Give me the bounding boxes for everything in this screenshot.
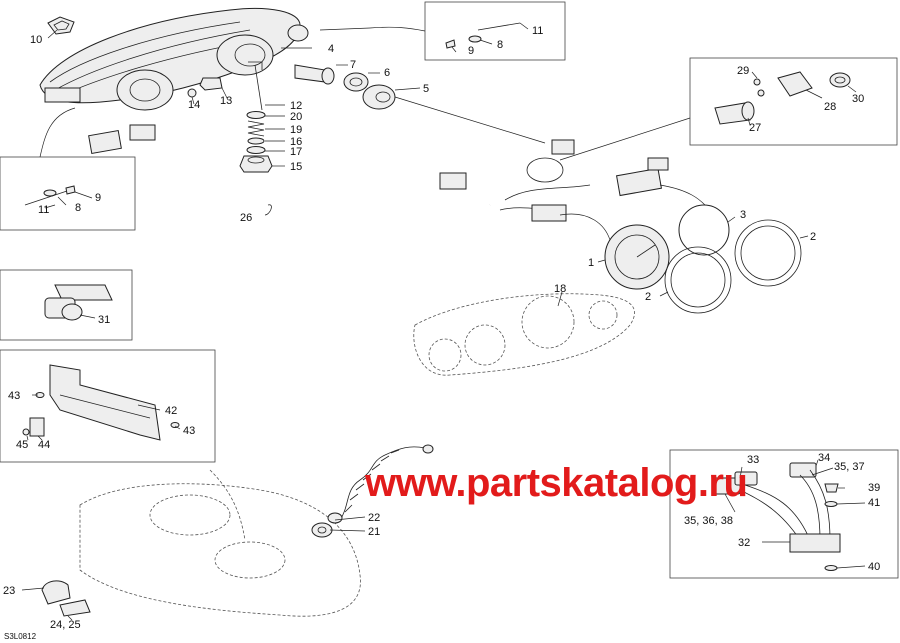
callout-4: 4 bbox=[328, 43, 334, 55]
washer-part-20[interactable] bbox=[246, 111, 266, 119]
callout-28: 28 bbox=[824, 101, 836, 113]
stud-part-12[interactable] bbox=[248, 61, 263, 111]
detail-box-top bbox=[424, 1, 566, 61]
detail-box-left bbox=[0, 156, 136, 231]
bezel-part-2-right[interactable] bbox=[734, 219, 802, 287]
watermark-text: www.partskatalog.ru bbox=[364, 461, 747, 505]
callout-33: 33 bbox=[747, 454, 759, 466]
callout-3: 3 bbox=[740, 209, 746, 221]
lens-part-3[interactable] bbox=[678, 204, 730, 256]
callout-42: 42 bbox=[165, 405, 177, 417]
callout-44: 44 bbox=[38, 439, 50, 451]
seal-part-6[interactable] bbox=[343, 72, 369, 92]
nut-part-13[interactable] bbox=[199, 77, 223, 91]
callout-35-37: 35, 37 bbox=[834, 461, 865, 473]
bulb-part-7[interactable] bbox=[294, 64, 335, 85]
callout-40: 40 bbox=[868, 561, 880, 573]
callout-19: 19 bbox=[290, 124, 302, 136]
callout-45: 45 bbox=[16, 439, 28, 451]
switch-part-23[interactable] bbox=[41, 580, 71, 605]
switch-part-24-25[interactable] bbox=[59, 599, 91, 617]
speedometer-part-1[interactable] bbox=[604, 224, 670, 290]
headlight-assembly[interactable] bbox=[39, 7, 301, 111]
nut-part-15[interactable] bbox=[239, 155, 273, 173]
callout-43-left: 43 bbox=[8, 390, 20, 402]
lens-retainer-part-10[interactable] bbox=[47, 16, 75, 35]
detail-box-relay bbox=[669, 449, 899, 579]
handlebar-pod-outline bbox=[79, 469, 361, 617]
callout-29: 29 bbox=[737, 65, 749, 77]
callout-27: 27 bbox=[749, 122, 761, 134]
callout-23: 23 bbox=[3, 585, 15, 597]
washer-part-17[interactable] bbox=[246, 146, 266, 154]
callout-43-right: 43 bbox=[183, 425, 195, 437]
spring-part-19[interactable] bbox=[247, 120, 265, 137]
callout-11-left: 11 bbox=[38, 204, 49, 216]
callout-21: 21 bbox=[368, 526, 380, 538]
washer-part-14[interactable] bbox=[187, 88, 197, 98]
callout-11-top: 11 bbox=[532, 25, 543, 37]
callout-labels: 10 4 11 8 9 7 6 5 14 13 12 20 19 16 17 1… bbox=[3, 25, 880, 631]
detail-box-indicator bbox=[689, 57, 898, 146]
callout-18: 18 bbox=[554, 283, 566, 295]
callout-16: 16 bbox=[290, 136, 302, 148]
bulb-socket-part-4[interactable] bbox=[287, 24, 309, 42]
callout-17: 17 bbox=[290, 146, 302, 158]
tether-switch-part-21[interactable] bbox=[311, 522, 333, 538]
bezel-part-2-left[interactable] bbox=[664, 246, 732, 314]
callout-5: 5 bbox=[423, 83, 429, 95]
leader-lines bbox=[21, 22, 866, 621]
instrument-panel-part-18[interactable] bbox=[413, 293, 635, 376]
callout-12: 12 bbox=[290, 100, 302, 112]
callout-10: 10 bbox=[30, 34, 42, 46]
callout-30: 30 bbox=[852, 93, 864, 105]
callout-1: 1 bbox=[588, 257, 594, 269]
callout-34: 34 bbox=[818, 452, 830, 464]
callout-24-25: 24, 25 bbox=[50, 619, 81, 631]
callout-14: 14 bbox=[188, 99, 200, 111]
diagram-code: S3L0812 bbox=[4, 632, 37, 641]
callout-15: 15 bbox=[290, 161, 302, 173]
callout-9-left: 9 bbox=[95, 192, 101, 204]
callout-26: 26 bbox=[240, 212, 252, 224]
detail-box-connector bbox=[0, 269, 133, 341]
callout-20: 20 bbox=[290, 111, 302, 123]
tether-cord-part-22[interactable] bbox=[327, 444, 434, 524]
callout-32: 32 bbox=[738, 537, 750, 549]
callout-13: 13 bbox=[220, 95, 232, 107]
callout-22: 22 bbox=[368, 512, 380, 524]
wiring-harness-part-26[interactable] bbox=[88, 124, 669, 222]
callout-8-top: 8 bbox=[497, 39, 503, 51]
callout-2-left: 2 bbox=[645, 291, 651, 303]
callout-8-left: 8 bbox=[75, 202, 81, 214]
callout-39: 39 bbox=[868, 482, 880, 494]
callout-2-right: 2 bbox=[810, 231, 816, 243]
callout-41: 41 bbox=[868, 497, 880, 509]
callout-7: 7 bbox=[350, 59, 356, 71]
detail-box-bracket bbox=[0, 349, 216, 463]
callout-31: 31 bbox=[98, 314, 110, 326]
grommet-part-5[interactable] bbox=[362, 84, 396, 110]
callout-35-36-38: 35, 36, 38 bbox=[684, 515, 733, 527]
callout-9-top: 9 bbox=[468, 45, 474, 57]
callout-6: 6 bbox=[384, 67, 390, 79]
washer-part-16[interactable] bbox=[247, 137, 265, 145]
